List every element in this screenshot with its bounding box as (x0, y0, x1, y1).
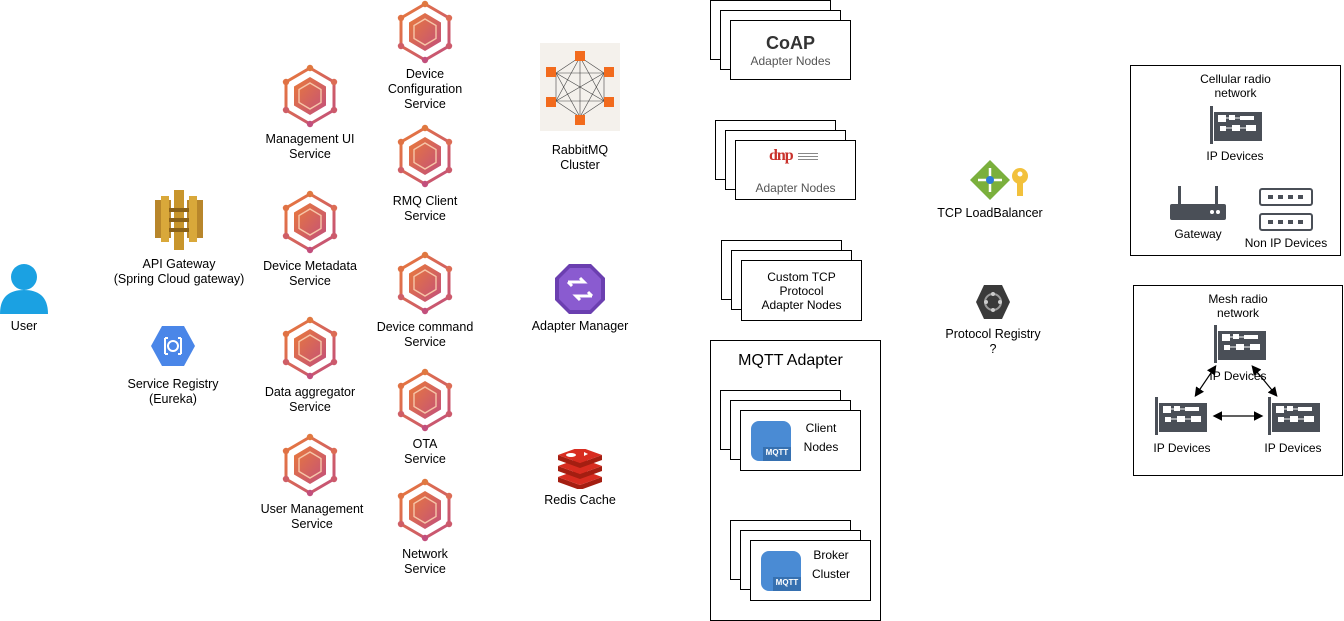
mesh-arrows (1194, 365, 1278, 421)
mesh-network-box: Mesh radio network (1133, 285, 1343, 476)
mesh-ip-device-left-icon (1153, 397, 1209, 435)
device-metadata-service-icon (278, 190, 342, 254)
mesh-ip-device-top-icon (1212, 325, 1268, 363)
device-command-service-icon (393, 251, 457, 315)
cellular-network-title: Cellular radio network (1200, 72, 1271, 100)
custom-tcp-label: Custom TCP Protocol Adapter Nodes (761, 270, 842, 312)
mqtt-broker-cluster-box: MQTT Broker Cluster (750, 540, 871, 601)
data-aggregator-service-label: Data aggregator Service (264, 385, 356, 414)
user-management-service-label: User Management Service (260, 502, 364, 531)
mesh-ip-devices-left-label: IP Devices (1153, 441, 1211, 455)
device-command-service-label: Device command Service (376, 320, 474, 349)
mqtt-broker-badge: MQTT (775, 578, 799, 587)
adapter-manager-icon (554, 263, 606, 315)
mqtt-client-badge: MQTT (765, 448, 789, 457)
cellular-ip-device-icon (1208, 106, 1264, 144)
user-label: User (10, 319, 38, 333)
adapter-manager-label: Adapter Manager (531, 319, 629, 333)
redis-cache-label: Redis Cache (544, 493, 616, 507)
rabbitmq-cluster-label: RabbitMQ Cluster (551, 143, 609, 172)
management-ui-service-icon (278, 64, 342, 128)
redis-cache-icon (556, 447, 604, 490)
cellular-network-box: Cellular radio network (1130, 65, 1341, 256)
coap-subtitle: Adapter Nodes (750, 54, 831, 68)
device-configuration-service-icon (393, 0, 457, 64)
mesh-ip-devices-right-label: IP Devices (1264, 441, 1322, 455)
non-ip-devices-label: Non IP Devices (1244, 236, 1328, 250)
tcp-loadbalancer-icon (970, 160, 1032, 200)
rmq-client-service-label: RMQ Client Service (392, 194, 458, 223)
mqtt-client-icon: MQTT (751, 421, 791, 461)
data-aggregator-service-icon (278, 316, 342, 380)
mesh-ip-device-right-icon (1266, 397, 1322, 435)
coap-adapter-box: CoAP Adapter Nodes (730, 20, 851, 80)
service-registry-label: Service Registry (Eureka) (127, 377, 219, 406)
mqtt-broker-label: Broker Cluster (811, 548, 850, 581)
ota-service-icon (393, 368, 457, 432)
device-configuration-service-label: Device Configuration Service (387, 67, 463, 111)
network-service-label: Network Service (402, 547, 448, 576)
service-registry-icon (151, 326, 195, 366)
user-icon (0, 262, 48, 314)
non-ip-devices-icon (1259, 188, 1313, 232)
api-gateway-label: API Gateway (Spring Cloud gateway) (113, 257, 245, 286)
api-gateway-icon (155, 190, 203, 250)
gateway-label: Gateway (1174, 227, 1222, 241)
rmq-client-service-icon (393, 124, 457, 188)
dnp-logo-lines (798, 153, 818, 160)
coap-title: CoAP (766, 33, 815, 53)
network-service-icon (393, 478, 457, 542)
mqtt-broker-icon: MQTT (761, 551, 801, 591)
mesh-ip-devices-top-label: IP Devices (1209, 369, 1267, 383)
tcp-loadbalancer-label: TCP LoadBalancer (937, 206, 1043, 220)
protocol-registry-label: Protocol Registry ? (945, 327, 1041, 356)
user-management-service-icon (278, 433, 342, 497)
ota-service-label: OTA Service (404, 437, 446, 466)
management-ui-service-label: Management UI Service (265, 132, 355, 161)
mqtt-adapter-title: MQTT Adapter (738, 352, 843, 369)
dnp-logo: dnp (769, 147, 794, 164)
dnp-subtitle: Adapter Nodes (755, 181, 836, 195)
device-metadata-service-label: Device Metadata Service (263, 259, 357, 288)
mqtt-client-label: Client Nodes (803, 421, 839, 454)
custom-tcp-adapter-box: Custom TCP Protocol Adapter Nodes (741, 260, 862, 321)
cellular-ip-devices-label: IP Devices (1206, 149, 1264, 163)
dnp-adapter-box: dnp Adapter Nodes (735, 140, 856, 200)
rabbitmq-cluster-icon (540, 43, 620, 131)
mqtt-client-nodes-box: MQTT Client Nodes (740, 410, 861, 471)
mesh-network-title: Mesh radio network (1208, 292, 1268, 320)
protocol-registry-icon (975, 284, 1011, 320)
gateway-router-icon (1170, 186, 1226, 222)
